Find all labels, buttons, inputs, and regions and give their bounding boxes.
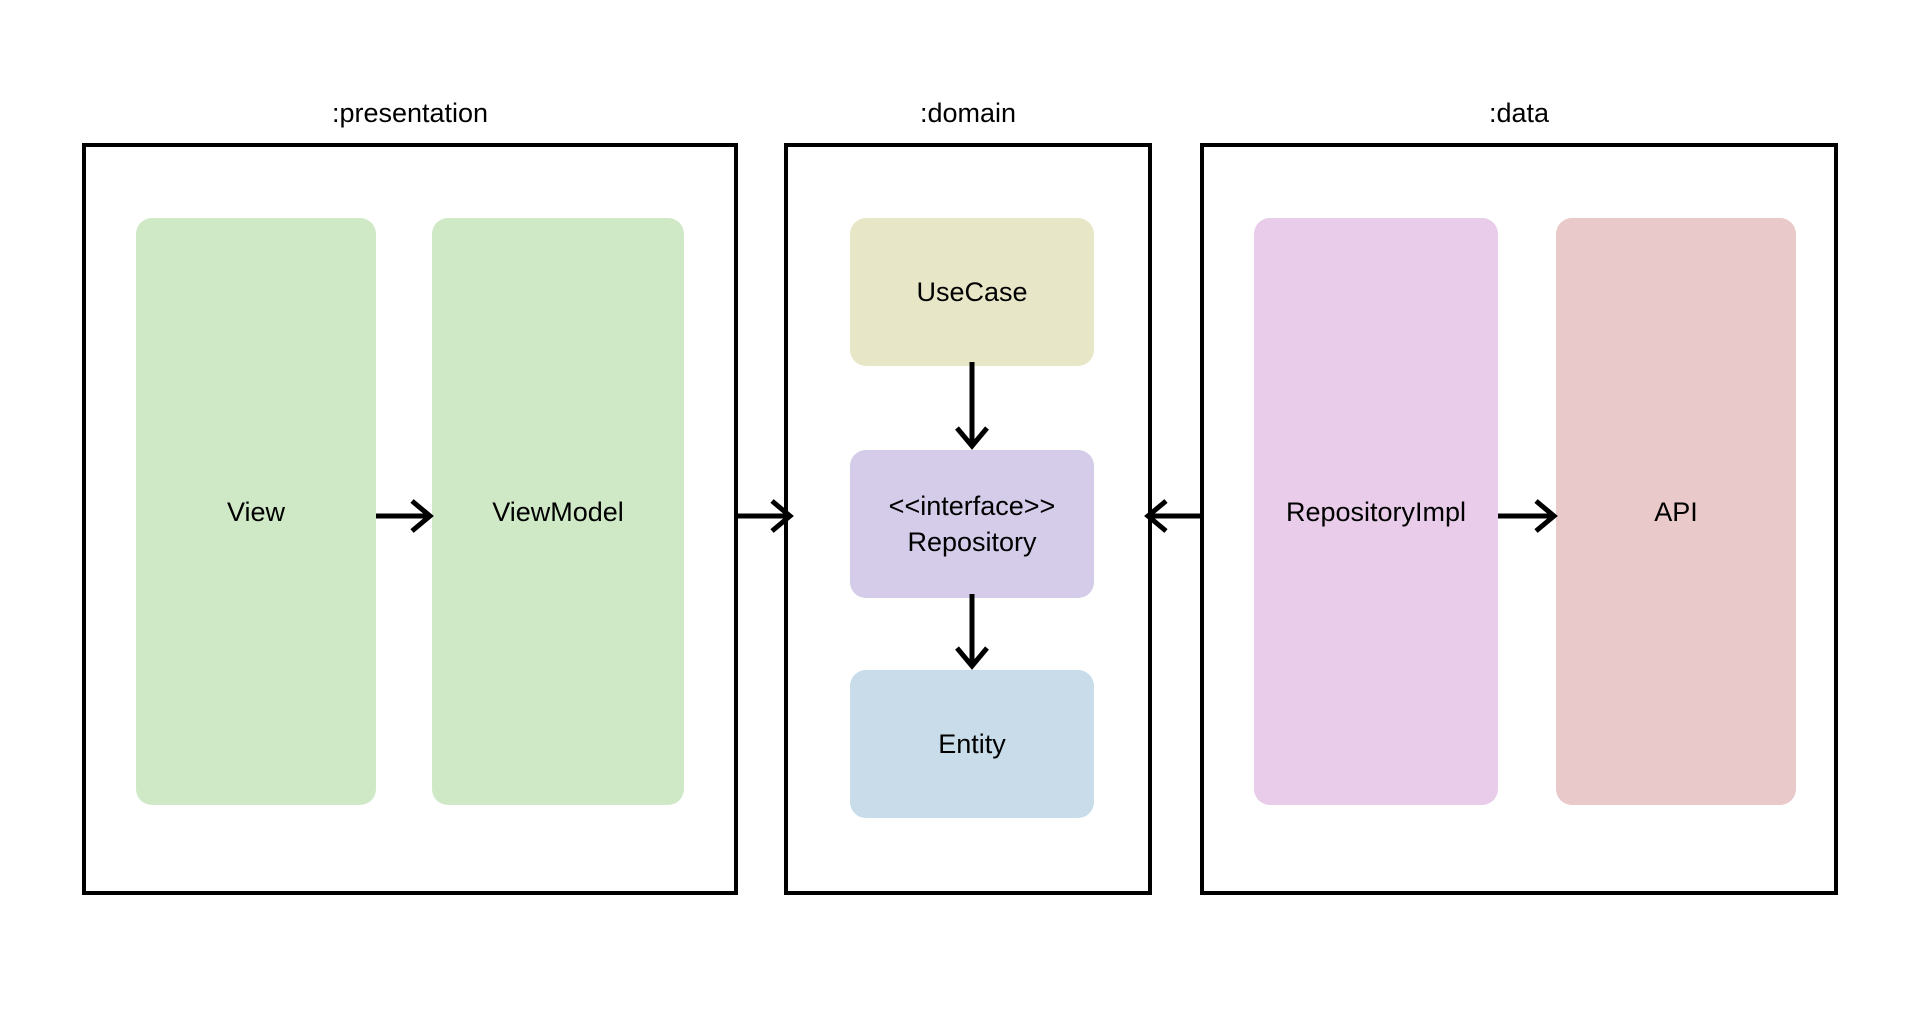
node-repository-interface[interactable]: <<interface>> Repository <box>850 450 1094 598</box>
node-view[interactable]: View <box>136 218 376 805</box>
node-viewmodel[interactable]: ViewModel <box>432 218 684 805</box>
node-repository-stereotype: <<interface>> <box>888 491 1056 521</box>
node-viewmodel-label: ViewModel <box>492 496 624 527</box>
module-title-data: :data <box>1488 98 1550 128</box>
node-entity-label: Entity <box>938 729 1006 759</box>
node-view-label: View <box>226 496 286 527</box>
node-repository-label: Repository <box>907 527 1037 557</box>
node-api-label: API <box>1654 496 1698 527</box>
node-entity[interactable]: Entity <box>850 670 1094 818</box>
module-title-domain: :domain <box>919 98 1017 128</box>
module-title-presentation: :presentation <box>331 98 489 128</box>
node-repository-impl[interactable]: RepositoryImpl <box>1254 218 1498 805</box>
node-usecase-label: UseCase <box>916 277 1028 307</box>
node-repository-impl-label: RepositoryImpl <box>1285 496 1467 527</box>
node-api[interactable]: API <box>1556 218 1796 805</box>
node-usecase[interactable]: UseCase <box>850 218 1094 366</box>
